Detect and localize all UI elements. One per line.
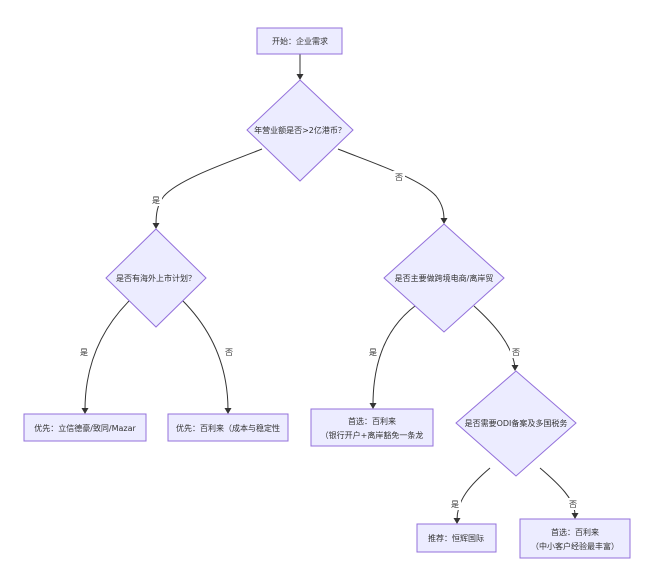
svg-text:（中小客户经验最丰富）: （中小客户经验最丰富） — [531, 541, 619, 551]
svg-text:推荐：恒辉国际: 推荐：恒辉国际 — [428, 533, 484, 543]
node-question-crossborder: 是否主要做跨境电商/离岸贸 — [383, 223, 505, 333]
edge-label-no-stable: 否 — [223, 346, 235, 358]
svg-text:否: 否 — [512, 348, 520, 357]
svg-text:否: 否 — [569, 500, 577, 509]
arrowhead-revenue-to-crossborder — [440, 218, 448, 224]
edge-revenue-to-crossborder — [337, 148, 445, 221]
svg-text:是: 是 — [369, 348, 377, 357]
edge-crossborder-to-bank — [372, 305, 416, 406]
arrowhead-listing-to-stable — [224, 408, 232, 414]
arrowhead-crossborder-to-bank — [369, 403, 377, 409]
edge-label-no-sme: 否 — [567, 498, 579, 510]
edges — [81, 54, 579, 524]
node-question-listing: 是否有海外上市计划？ — [105, 228, 207, 328]
edge-odi-to-sme — [539, 467, 576, 516]
node-result-sme: 首选：百利来 （中小客户经验最丰富） — [519, 518, 631, 559]
arrowhead-odi-to-sme — [571, 513, 579, 519]
svg-text:（银行开户+离岸豁免一条龙: （银行开户+离岸豁免一条龙 — [321, 430, 424, 440]
svg-text:否: 否 — [225, 348, 233, 357]
node-result-bank: 首选：百利来 （银行开户+离岸豁免一条龙 — [310, 408, 434, 447]
svg-text:首选：百利来: 首选：百利来 — [348, 416, 396, 426]
edge-listing-to-big4 — [84, 299, 131, 411]
svg-text:是否需要ODI备案及多国税务: 是否需要ODI备案及多国税务 — [465, 418, 568, 428]
svg-text:是: 是 — [451, 500, 459, 509]
svg-text:开始：企业需求: 开始：企业需求 — [272, 36, 328, 46]
node-start: 开始：企业需求 — [256, 27, 343, 55]
edge-label-yes-heng: 是 — [449, 498, 461, 510]
svg-text:年营业额是否>2亿港币？: 年营业额是否>2亿港币？ — [254, 125, 346, 135]
svg-text:是否主要做跨境电商/离岸贸: 是否主要做跨境电商/离岸贸 — [395, 273, 494, 283]
arrowhead-odi-to-heng — [453, 518, 461, 524]
node-result-big4: 优先：立信德豪/致同/Mazar — [23, 413, 147, 442]
arrowhead-crossborder-to-odi — [511, 365, 519, 371]
svg-text:优先：百利来（成本与稳定性: 优先：百利来（成本与稳定性 — [176, 423, 280, 433]
edge-crossborder-to-odi — [473, 305, 516, 368]
edge-label-no-odi: 否 — [510, 346, 522, 358]
svg-text:是否有海外上市计划？: 是否有海外上市计划？ — [116, 273, 196, 283]
svg-text:否: 否 — [395, 173, 403, 182]
node-question-revenue: 年营业额是否>2亿港币？ — [246, 79, 354, 182]
svg-text:首选：百利来: 首选：百利来 — [551, 527, 599, 537]
arrowhead-start-to-revenue — [296, 74, 304, 80]
edge-label-yes-big4: 是 — [78, 346, 90, 358]
edge-label-yes-bank: 是 — [367, 346, 379, 358]
edge-labels: 是 否 是 否 是 否 是 否 — [78, 171, 579, 510]
svg-text:是: 是 — [152, 196, 160, 205]
edge-revenue-to-listing — [155, 148, 263, 226]
svg-text:是: 是 — [80, 348, 88, 357]
node-question-odi: 是否需要ODI备案及多国税务 — [455, 370, 577, 477]
edge-listing-to-stable — [181, 299, 229, 411]
node-result-stable: 优先：百利来（成本与稳定性 — [167, 413, 289, 442]
edge-label-no-crossborder: 否 — [393, 171, 405, 183]
node-result-heng: 推荐：恒辉国际 — [416, 523, 497, 553]
arrowhead-revenue-to-listing — [152, 223, 160, 229]
svg-text:优先：立信德豪/致同/Mazar: 优先：立信德豪/致同/Mazar — [34, 423, 136, 433]
edge-label-yes-listing: 是 — [150, 194, 162, 206]
arrowhead-listing-to-big4 — [81, 408, 89, 414]
edge-odi-to-heng — [456, 467, 491, 521]
